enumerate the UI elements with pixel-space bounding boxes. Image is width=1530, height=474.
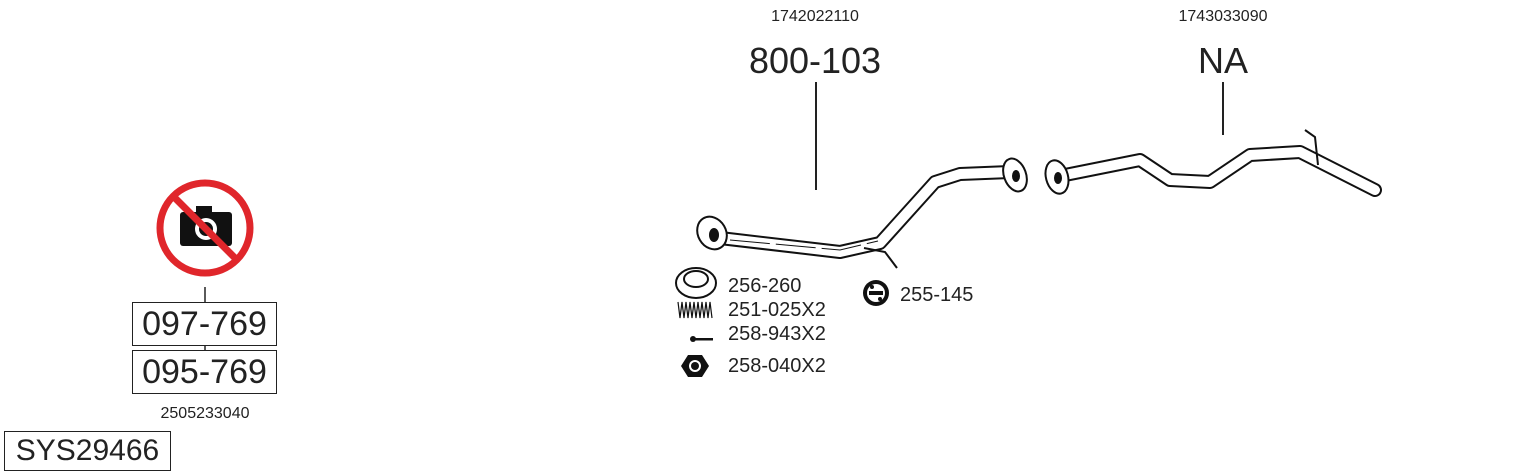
gasket-ring-icon <box>675 267 717 299</box>
rear-pipe-part-number[interactable]: NA <box>1197 40 1249 81</box>
part-number-box-097-769[interactable]: 097-769 <box>132 302 277 346</box>
accessory-label-gasket[interactable]: 256-260 <box>728 275 802 297</box>
accessory-label-spring[interactable]: 251-025X2 <box>728 299 826 321</box>
left-oem-number: 2505233040 <box>160 405 250 422</box>
nut-icon <box>681 355 709 377</box>
spring-icon <box>677 301 713 319</box>
leader-line <box>1222 82 1224 135</box>
accessory-label-nut[interactable]: 258-040X2 <box>728 355 826 377</box>
accessory-label-bolt[interactable]: 258-943X2 <box>728 323 826 345</box>
bolt-icon <box>690 336 713 342</box>
leader-line <box>815 82 817 190</box>
no-photo-icon <box>156 179 254 277</box>
part-number-box-095-769[interactable]: 095-769 <box>132 350 277 394</box>
system-code: SYS29466 <box>4 431 171 471</box>
front-pipe-drawing <box>696 157 1028 269</box>
accessory-label-rubber-mount[interactable]: 255-145 <box>900 284 974 306</box>
rear-pipe-oem-number: 1743033090 <box>1178 8 1268 25</box>
front-pipe-oem-number: 1742022110 <box>771 8 859 25</box>
front-pipe-part-number[interactable]: 800-103 <box>748 40 882 81</box>
rear-pipe-drawing <box>1044 129 1382 197</box>
rubber-mount-icon <box>863 280 889 306</box>
